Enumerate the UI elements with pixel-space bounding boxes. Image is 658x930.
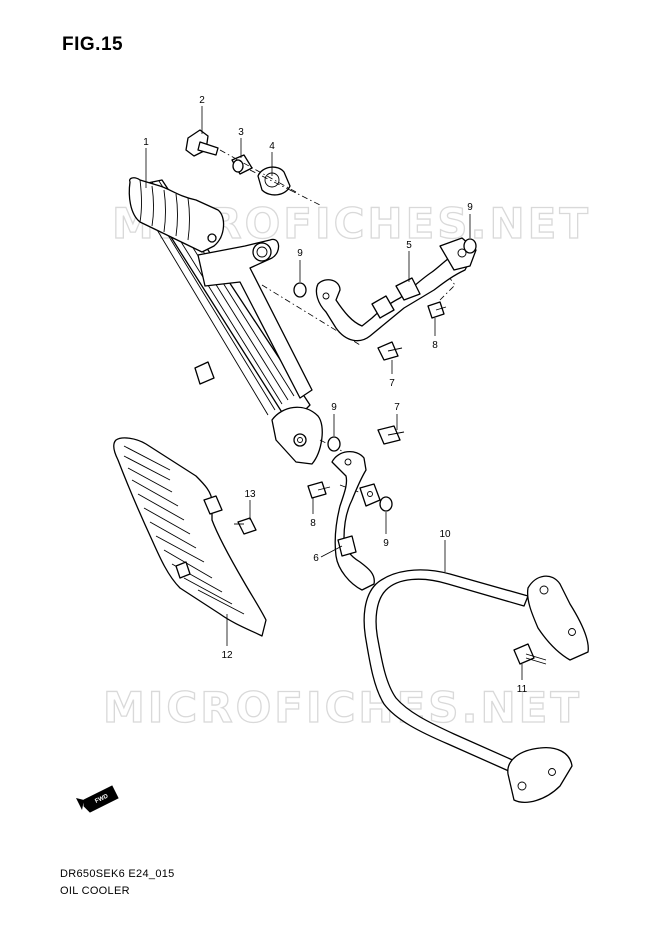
guard-bolt xyxy=(513,643,547,665)
lower-oil-hose xyxy=(331,451,381,591)
callout-11: 11 xyxy=(517,684,528,695)
o-ring-b xyxy=(463,238,477,254)
callout-7a: 7 xyxy=(389,378,395,389)
bolt-hose-upper xyxy=(427,301,447,319)
bolt-hose-lower xyxy=(307,481,331,499)
callout-8a: 8 xyxy=(432,340,438,351)
cooler-cover xyxy=(113,437,267,637)
damper-washer xyxy=(185,129,219,157)
fwd-arrow-badge: FWD xyxy=(76,785,119,813)
oil-cooler-radiator xyxy=(128,177,323,465)
callout-6: 6 xyxy=(313,553,319,564)
upper-oil-hose xyxy=(315,237,477,342)
figure-footer: DR650SEK6 E24_015 OIL COOLER xyxy=(60,866,175,900)
bolt-lower xyxy=(377,425,405,445)
callout-1: 1 xyxy=(143,137,149,148)
callout-7b: 7 xyxy=(394,402,400,413)
callout-2: 2 xyxy=(199,95,205,106)
callout-9c: 9 xyxy=(331,402,337,413)
callout-13: 13 xyxy=(244,489,256,500)
figure-title: FIG.15 xyxy=(62,34,124,55)
callout-3: 3 xyxy=(238,127,244,138)
guard-bar xyxy=(363,569,589,803)
callout-4: 4 xyxy=(269,141,275,152)
fwd-label: FWD xyxy=(94,793,110,804)
callout-12: 12 xyxy=(221,650,233,661)
callout-9a: 9 xyxy=(297,248,303,259)
screw xyxy=(234,517,257,535)
bolt-upper xyxy=(377,341,403,361)
watermark-bottom: MICROFICHES.NET xyxy=(103,683,582,732)
figure-subtitle: OIL COOLER xyxy=(60,885,130,897)
o-ring-c xyxy=(327,436,341,452)
model-code: DR650SEK6 E24_015 xyxy=(60,868,175,880)
grommet xyxy=(257,166,291,196)
callout-5: 5 xyxy=(406,240,412,251)
callout-9b: 9 xyxy=(467,202,473,213)
callout-8b: 8 xyxy=(310,518,316,529)
o-ring-a xyxy=(293,282,307,298)
callout-9d: 9 xyxy=(383,538,389,549)
callout-10: 10 xyxy=(439,529,451,540)
o-ring-d xyxy=(379,496,393,512)
